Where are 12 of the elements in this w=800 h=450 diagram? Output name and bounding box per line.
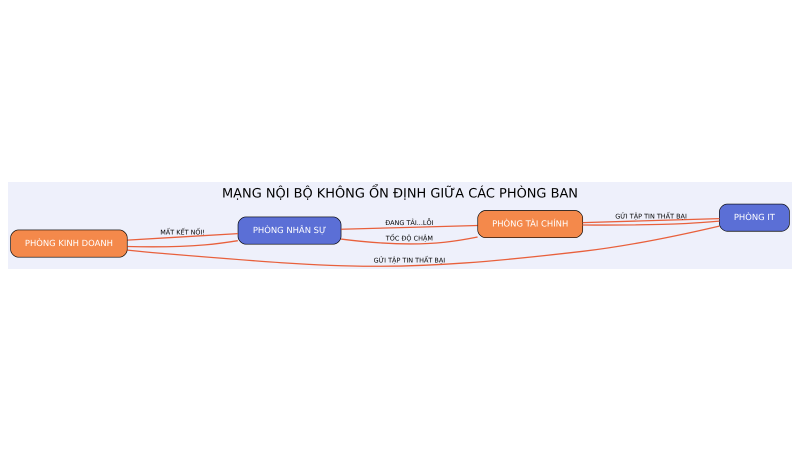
diagram-title: MẠNG NỘI BỘ KHÔNG ỔN ĐỊNH GIỮA CÁC PHÒNG BAN [222, 186, 578, 202]
connector [127, 224, 720, 266]
node-box: PHÒNG TÀI CHÍNH [477, 210, 584, 238]
node-box: PHÒNG IT [719, 203, 790, 232]
connector [582, 217, 720, 223]
connector [341, 224, 478, 230]
connector [127, 240, 238, 247]
connector [340, 236, 478, 244]
connector [582, 220, 720, 226]
connector [127, 232, 238, 240]
node-box: PHÒNG KINH DOANH [10, 229, 128, 257]
node-box: PHÒNG NHÂN SỰ [238, 216, 342, 244]
